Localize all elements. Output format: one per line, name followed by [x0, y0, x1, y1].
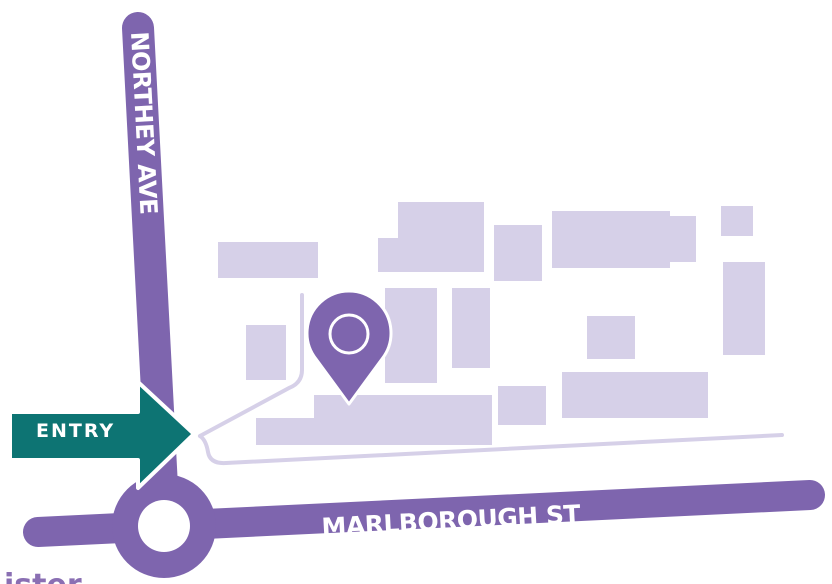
arrow-right-icon: [8, 380, 196, 490]
building: [562, 372, 708, 418]
pin-inner-ring: [328, 313, 370, 355]
building: [398, 202, 484, 272]
location-pin-icon: [305, 289, 393, 406]
building: [721, 206, 753, 236]
building: [385, 288, 437, 383]
path-east: [198, 433, 784, 466]
buildings: [218, 202, 765, 445]
building: [552, 211, 670, 268]
building: [378, 238, 398, 272]
building: [256, 418, 492, 445]
bottom-partial-text: ister: [4, 568, 82, 584]
building: [218, 242, 318, 278]
path-north: [198, 293, 304, 438]
pin-shape: [305, 289, 393, 406]
entry-marker: ENTRY: [8, 380, 196, 490]
building: [494, 225, 542, 281]
access-paths: [198, 293, 784, 466]
building: [498, 386, 546, 425]
building: [587, 316, 635, 359]
building: [452, 288, 490, 368]
roundabout-center: [138, 500, 190, 552]
building: [723, 262, 765, 355]
building: [246, 325, 286, 380]
building: [670, 216, 696, 262]
roundabout: [112, 474, 216, 578]
entry-label: ENTRY: [36, 420, 115, 442]
